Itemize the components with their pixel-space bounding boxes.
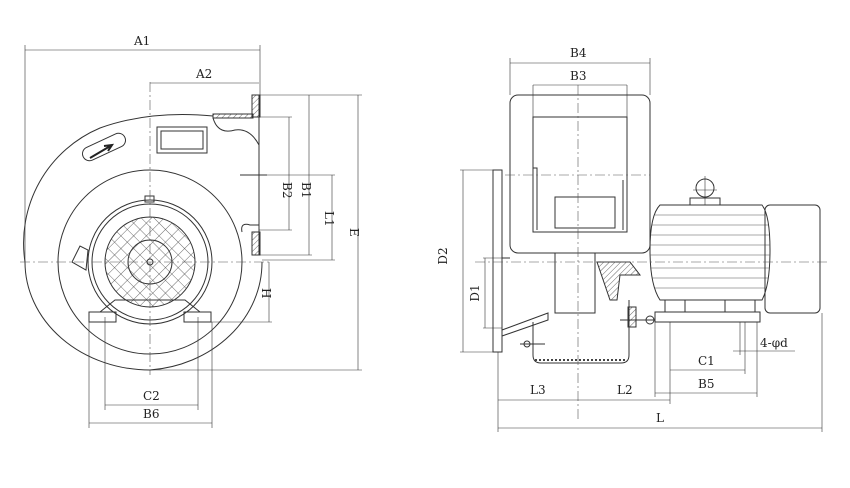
rotation-arrow-icon <box>89 143 115 159</box>
dim-hole: 4-φd <box>760 336 788 350</box>
dim-L1: L1 <box>322 211 336 227</box>
dim-B3: B3 <box>570 69 586 83</box>
dim-D2: D2 <box>436 247 450 264</box>
dim-C2: C2 <box>143 389 160 403</box>
side-view: B4 B3 D2 D1 L3 L2 L C1 B5 4-φd <box>436 46 830 432</box>
fan-casing <box>509 94 651 254</box>
dim-L2: L2 <box>617 383 633 397</box>
dim-L: L <box>656 411 664 425</box>
motor-body <box>649 204 771 301</box>
dim-E: E <box>347 228 361 237</box>
motor-base <box>654 311 761 323</box>
foot-left <box>88 311 117 323</box>
dim-B6: B6 <box>143 407 159 421</box>
dim-L3: L3 <box>530 383 546 397</box>
volute-casing <box>23 114 263 371</box>
foot-right <box>183 311 212 323</box>
inlet-flange <box>492 169 503 353</box>
dim-B5: B5 <box>698 377 714 391</box>
inspection-window <box>156 126 208 154</box>
dim-B1: B1 <box>299 182 313 198</box>
front-view: A1 A2 B2 B1 L1 E H C2 B6 <box>20 34 362 428</box>
rotation-slot <box>81 132 127 162</box>
dim-A1: A1 <box>133 34 150 48</box>
dim-B4: B4 <box>570 46 587 60</box>
outlet <box>532 116 628 233</box>
dim-D1: D1 <box>468 284 482 301</box>
dim-B2: B2 <box>280 182 294 198</box>
motor-fan-cover <box>764 204 821 314</box>
dim-H: H <box>259 288 273 298</box>
dim-A2: A2 <box>195 67 212 81</box>
dim-C1: C1 <box>698 354 715 368</box>
